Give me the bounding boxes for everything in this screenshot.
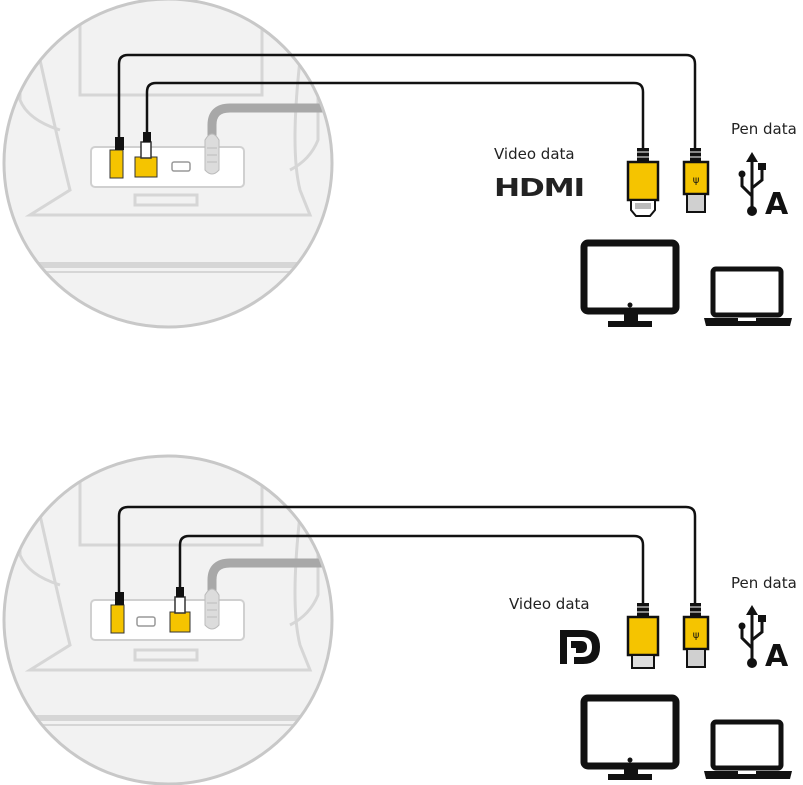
hdmi-logo-icon: HDMI [494, 173, 585, 202]
laptop-icon [704, 719, 792, 779]
hdmi-plug-top [626, 148, 660, 217]
laptop-icon [704, 266, 792, 326]
cables-bottom [117, 505, 697, 605]
monitor-icon [580, 694, 680, 780]
pen-data-label-bottom: Pen data [731, 574, 797, 592]
pen-data-label-top: Pen data [731, 120, 797, 138]
tablet-back-zoom-top [2, 0, 334, 329]
usb-a-icon: A [738, 605, 789, 674]
panel-top: ψ A [2, 0, 792, 329]
svg-text:ψ: ψ [693, 630, 700, 641]
usb-a-icon: A [738, 152, 789, 222]
video-data-label-top: Video data [494, 145, 575, 163]
svg-text:ψ: ψ [693, 175, 700, 186]
usb-plug-top: ψ [682, 148, 710, 213]
video-data-label-bottom: Video data [509, 595, 590, 613]
svg-text:A: A [765, 639, 789, 674]
tablet-back-zoom-bottom [2, 454, 334, 785]
svg-text:A: A [765, 187, 789, 222]
monitor-icon [580, 239, 680, 327]
displayport-plug-bottom [626, 603, 660, 669]
displayport-logo-icon [560, 630, 600, 664]
usb-plug-bottom: ψ [682, 603, 710, 668]
cables-top [117, 53, 697, 150]
panel-bottom: ψ A [2, 454, 792, 785]
